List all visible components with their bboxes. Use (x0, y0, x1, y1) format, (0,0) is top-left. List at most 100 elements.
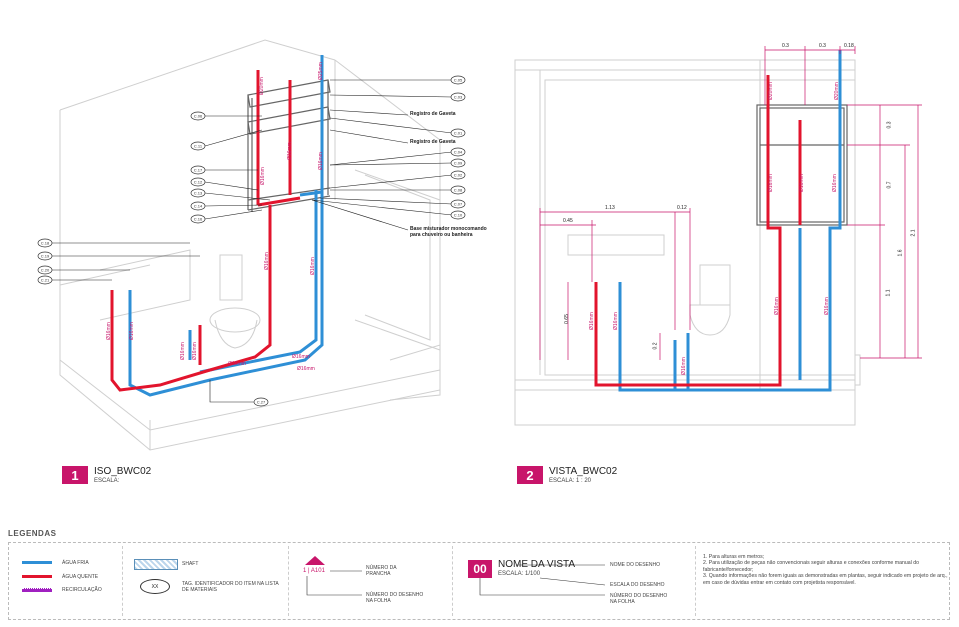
tag-label: TAG. IDENTIFICADOR DO ITEM NA LISTA DE M… (182, 581, 279, 593)
svg-text:C.02: C.02 (454, 173, 463, 178)
svg-text:Ø16mm: Ø16mm (318, 152, 324, 170)
view-scale-vista: ESCALA: 1 : 20 (549, 478, 592, 484)
view-number-vista: 2 (517, 466, 543, 484)
svg-text:Ø16mm: Ø16mm (589, 312, 595, 330)
svg-text:Ø16mm: Ø16mm (297, 366, 315, 372)
callout-tag: C.12 (190, 177, 206, 187)
note-2: 2. Para utilização de peças não convenci… (703, 560, 919, 573)
dim-left-2: 0.45 (563, 218, 573, 224)
prancha-ref: 1 | A101 (303, 568, 325, 574)
dim-top-1: 0.3 (782, 43, 789, 49)
dim-top-2: 0.3 (819, 43, 826, 49)
view-scale-iso: ESCALA: (94, 478, 120, 484)
svg-text:Ø20mm: Ø20mm (768, 82, 774, 100)
tag-symbol-text: XX (151, 583, 159, 590)
svg-text:C.06: C.06 (194, 114, 203, 119)
svg-text:C.10: C.10 (454, 213, 463, 218)
legend-view-scale: ESCALA: 1/100 (498, 571, 541, 577)
svg-text:C.14: C.14 (194, 204, 203, 209)
dim-left-1: 1.13 (605, 205, 615, 211)
dim-left-3: 0.12 (677, 205, 687, 211)
callout-tag: C.27 (253, 397, 269, 407)
registro-label-1: Registro de Gaveta (410, 111, 456, 117)
svg-text:Ø16mm: Ø16mm (832, 174, 838, 192)
svg-text:Ø16mm: Ø16mm (260, 167, 266, 185)
svg-text:Ø16mm: Ø16mm (310, 257, 316, 275)
svg-text:C.18: C.18 (41, 241, 50, 246)
view-number-iso: 1 (62, 466, 88, 484)
registro-label-2: Registro de Gaveta (410, 139, 456, 145)
note-1: 1. Para alturas em metros; (703, 554, 765, 560)
svg-text:Ø16mm: Ø16mm (129, 322, 135, 340)
note-3: 3. Quando informações não forem iguais a… (703, 573, 948, 586)
svg-text:C.17: C.17 (194, 168, 203, 173)
svg-text:Ø16mm: Ø16mm (799, 174, 805, 192)
callout-tag: C.13 (190, 188, 206, 198)
callout-tag: C.07 (450, 199, 466, 209)
shaft-label: SHAFT (182, 561, 199, 567)
hot-water-label: ÁGUA QUENTE (62, 574, 99, 580)
svg-text:C.27: C.27 (257, 400, 266, 405)
callout-tag: C.14 (190, 201, 206, 211)
recirc-swatch (22, 588, 52, 592)
callout-tag: C.17 (190, 165, 206, 175)
svg-text:C.19: C.19 (41, 254, 50, 259)
legend-view-number: 00 (468, 560, 492, 578)
callout-tag: C.06 (190, 111, 206, 121)
svg-text:C.05: C.05 (454, 78, 463, 83)
svg-text:C.07: C.07 (454, 202, 463, 207)
svg-text:C.03: C.03 (454, 95, 463, 100)
legend-divider (288, 546, 289, 616)
cold-water-label: ÁGUA FRIA (62, 560, 89, 566)
view-name-vista: VISTA_BWC02 (549, 466, 618, 477)
shaft-swatch (134, 559, 178, 570)
dim-top-3: 0.18 (844, 43, 854, 49)
svg-text:Ø16mm: Ø16mm (192, 342, 198, 360)
recirc-label: RECIRCULAÇÃO (62, 587, 102, 593)
base-misturador-line2: para chuveiro ou banheira (410, 232, 473, 238)
view-title-vista: 2 VISTA_BWC02 ESCALA: 1 : 20 (517, 466, 617, 485)
svg-text:Ø16mm: Ø16mm (774, 297, 780, 315)
callout-tag: C.08 (450, 185, 466, 195)
callout-tag: C.09 (450, 158, 466, 168)
svg-text:Ø16mm: Ø16mm (106, 322, 112, 340)
legend-divider (695, 546, 696, 616)
callout-tag: C.11 (190, 141, 206, 151)
svg-text:Ø20mm: Ø20mm (259, 77, 265, 95)
legend-divider (452, 546, 453, 616)
svg-text:C.04: C.04 (454, 150, 463, 155)
legend-title: LEGENDAS (8, 529, 57, 538)
base-misturador-line1: Base misturador monocomando (410, 226, 487, 232)
svg-text:Ø16mm: Ø16mm (180, 342, 186, 360)
callout-tag: C.18 (37, 238, 53, 248)
svg-text:Ø16mm: Ø16mm (292, 354, 310, 360)
callout-tag: C.19 (37, 251, 53, 261)
svg-text:Ø16mm: Ø16mm (824, 297, 830, 315)
cold-water-swatch (22, 561, 52, 564)
callout-tag: C.10 (450, 210, 466, 220)
svg-text:C.13: C.13 (194, 191, 203, 196)
svg-text:C.12: C.12 (194, 180, 203, 185)
callout-tag: C.05 (450, 75, 466, 85)
svg-text:Ø16mm: Ø16mm (681, 357, 687, 375)
desenho-num-label: NÚMERO DO DESENHO NA FOLHA (366, 592, 424, 604)
svg-text:C.08: C.08 (454, 188, 463, 193)
callout-tag: C.04 (450, 147, 466, 157)
svg-text:Ø16mm: Ø16mm (287, 142, 293, 160)
svg-text:C.01: C.01 (454, 131, 463, 136)
svg-text:C.21: C.21 (41, 278, 50, 283)
legend-view-name: NOME DA VISTA (498, 559, 576, 570)
tag-symbol: XX (140, 579, 170, 594)
callout-tag: C.03 (450, 92, 466, 102)
svg-text:Ø16mm: Ø16mm (228, 361, 246, 367)
base-misturador-label: Base misturador monocomando para chuveir… (410, 226, 487, 238)
legend-divider (122, 546, 123, 616)
svg-text:Ø20mm: Ø20mm (834, 82, 840, 100)
svg-text:C.20: C.20 (41, 268, 50, 273)
callout-tag: C.16 (190, 214, 206, 224)
callout-tag: C.02 (450, 170, 466, 180)
callout-tag: C.21 (37, 275, 53, 285)
